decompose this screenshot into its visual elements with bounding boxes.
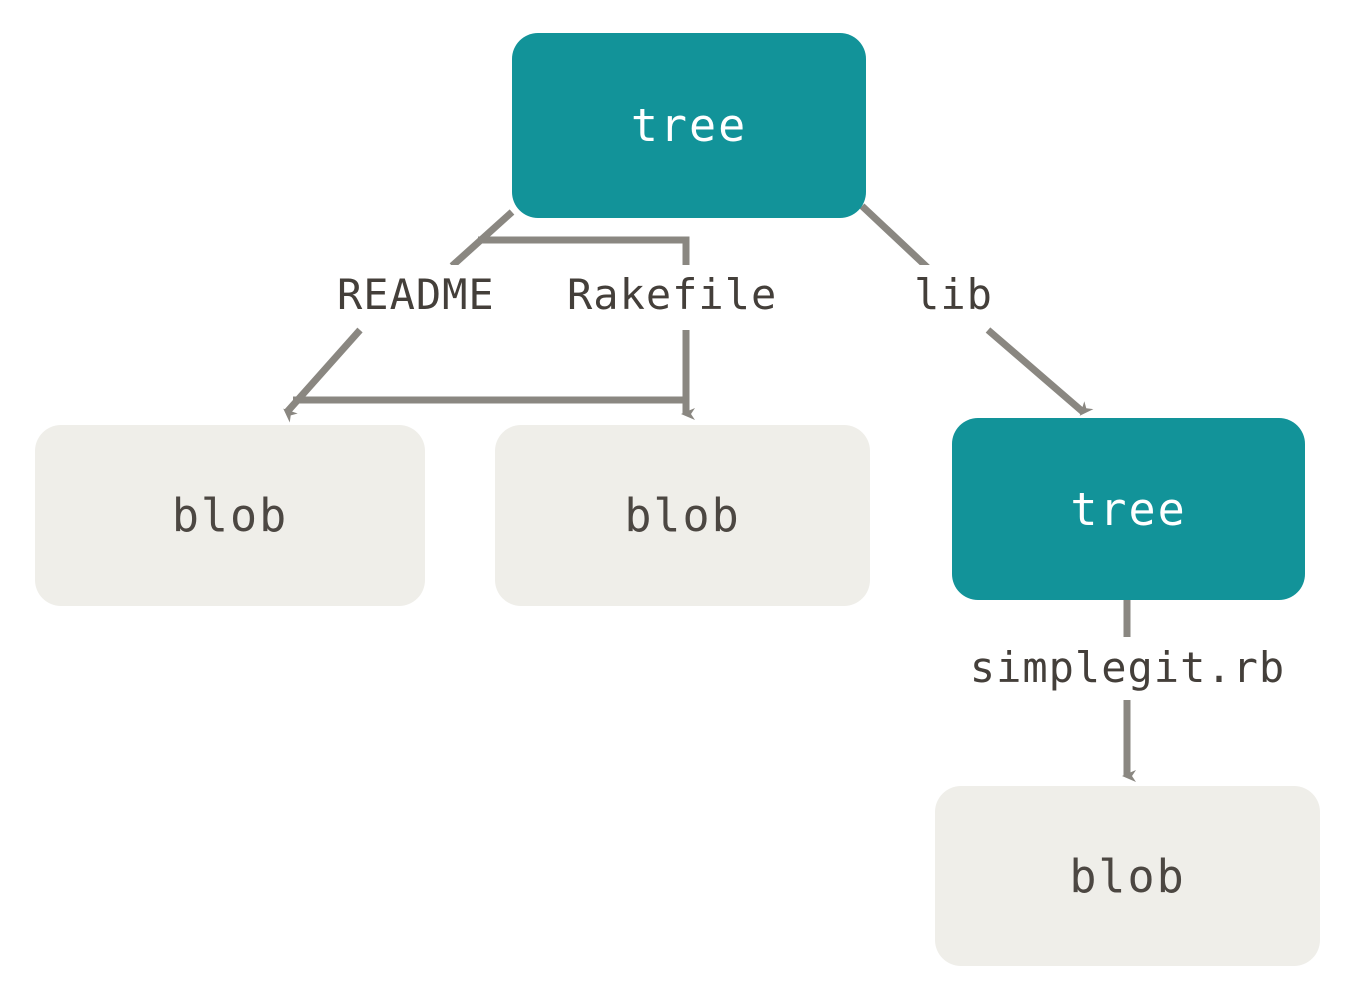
edge-readme-blob <box>283 327 363 423</box>
edge-label-text: lib <box>914 269 993 319</box>
node-tree-lib[interactable]: tree <box>952 418 1305 600</box>
edge-label-text: README <box>337 269 495 319</box>
edge-root-rakefile-upper <box>478 236 690 266</box>
node-label: tree <box>630 99 748 152</box>
node-label: tree <box>1070 482 1187 536</box>
edge-label-text: Rakefile <box>567 269 778 319</box>
edge-label-rakefile: Rakefile <box>563 265 879 324</box>
node-tree-root[interactable]: tree <box>512 33 866 218</box>
node-blob-rakefile[interactable]: blob <box>495 425 870 606</box>
edge-label-lib: lib <box>884 265 1023 324</box>
node-label: blob <box>624 489 741 542</box>
edge-label-text: simplegit.rb <box>969 643 1286 692</box>
edge-label-simplegit: simplegit.rb <box>935 637 1320 699</box>
node-blob-simplegit[interactable]: blob <box>935 786 1320 966</box>
node-label: blob <box>171 489 289 542</box>
edge-lib-tree <box>985 327 1094 416</box>
edge-root-lib-upper <box>859 203 931 271</box>
edge-label-readme: README <box>317 265 563 324</box>
node-blob-readme[interactable]: blob <box>35 425 425 606</box>
node-label: blob <box>1069 849 1186 903</box>
edge-root-readme-upper <box>449 209 515 269</box>
